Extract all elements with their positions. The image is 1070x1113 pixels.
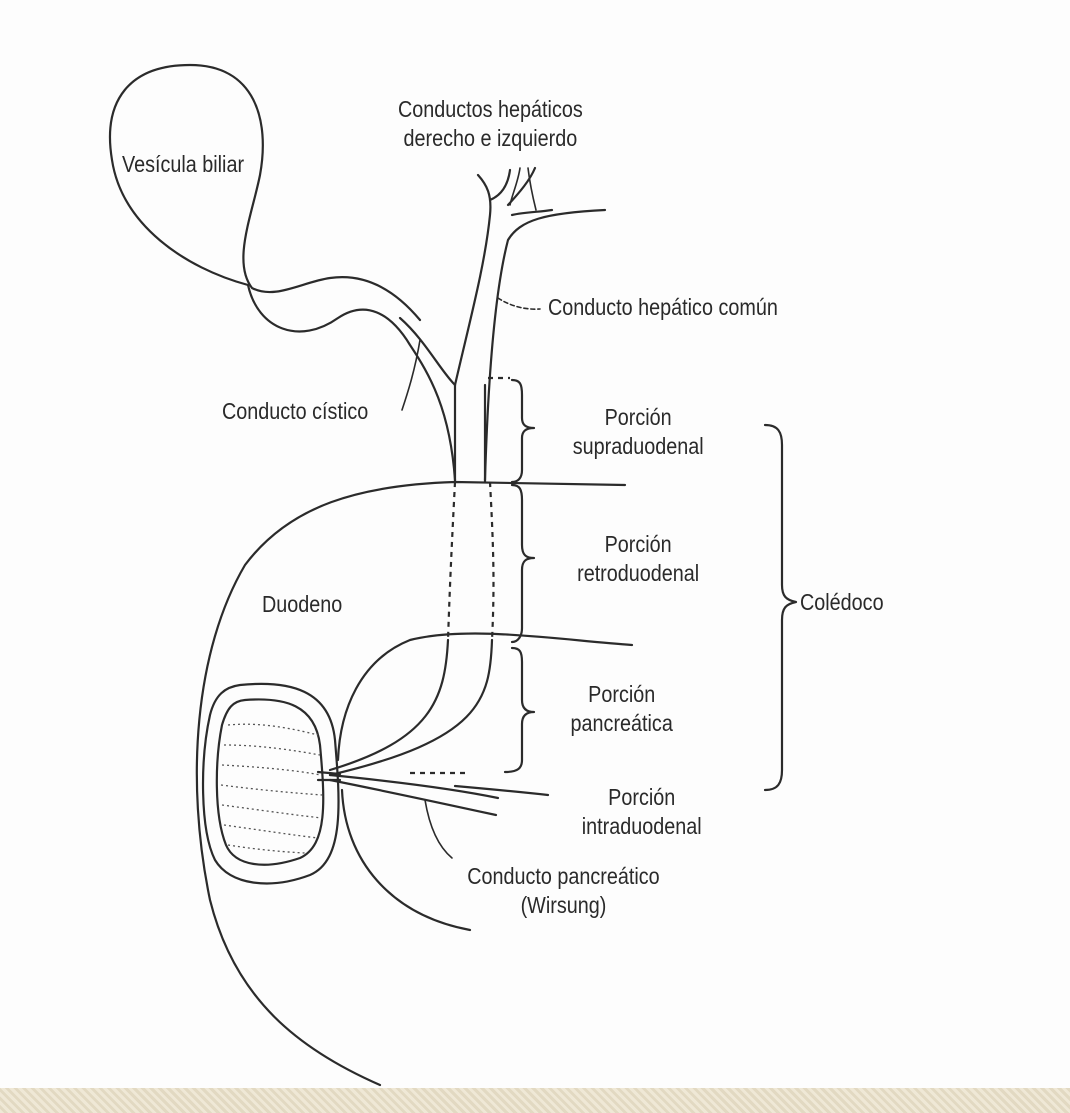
label-hepatic-ducts-line2: derecho e izquierdo — [403, 125, 578, 151]
label-supraduodenal-line1: Porción — [604, 404, 672, 430]
brace-pancreatic — [503, 646, 536, 774]
bottom-texture-strip — [0, 1088, 1070, 1113]
pancreatic-duct-upper — [328, 773, 500, 800]
label-pancreatic-duct-line2: (Wirsung) — [520, 892, 607, 918]
cystic-duct-upper — [398, 316, 457, 387]
label-retroduodenal-line2: retroduodenal — [577, 560, 700, 586]
cbd-pancreatic-left — [328, 638, 450, 772]
label-pancreatic-portion-line1: Porción — [588, 681, 656, 707]
label-hepatic-ducts-line1: Conductos hepáticos — [398, 96, 583, 122]
label-pancreatic-portion: Porción pancreática — [540, 680, 703, 738]
wirsung-pointer — [424, 799, 453, 859]
pancreatic-duct-lower — [328, 778, 498, 817]
cbd-pancreatic-right — [328, 638, 494, 777]
common-hepatic-duct-left — [453, 173, 492, 387]
common-hepatic-duct-right — [483, 208, 607, 482]
papilla-lines — [316, 770, 342, 782]
hepatic-ducts-pointer — [509, 167, 537, 211]
label-hepatic-ducts: Conductos hepáticos derecho e izquierdo — [398, 95, 583, 153]
ampulla-mucosal-folds — [220, 723, 323, 854]
label-common-hepatic-duct: Conducto hepático común — [548, 294, 778, 320]
pancreas-head-upper — [336, 632, 634, 762]
label-pancreatic-duct: Conducto pancreático (Wirsung) — [428, 862, 699, 920]
label-supraduodenal-line2: supraduodenal — [572, 433, 704, 459]
gallbladder-neck-lower — [246, 283, 457, 482]
label-coledoco: Colédoco — [800, 589, 884, 615]
brace-supraduodenal — [510, 378, 536, 484]
brace-coledoco — [763, 423, 798, 792]
label-gallbladder: Vesícula biliar — [122, 151, 245, 177]
label-retroduodenal-line1: Porción — [604, 531, 672, 557]
brace-retroduodenal — [510, 483, 536, 644]
ampulla-outer — [201, 682, 340, 885]
ampulla-inner — [215, 698, 325, 866]
label-cystic-duct: Conducto cístico — [222, 398, 369, 424]
cbd-retro-left-dashed — [446, 481, 457, 641]
label-supraduodenal: Porción supraduodenal — [550, 403, 726, 461]
label-pancreatic-duct-line1: Conducto pancreático — [467, 863, 660, 889]
right-left-hepatic-branch — [488, 166, 554, 217]
label-intraduodenal: Porción intraduodenal — [560, 783, 723, 841]
gallbladder-outline — [108, 63, 422, 322]
duodenum-upper-wall — [195, 480, 627, 1087]
label-retroduodenal: Porción retroduodenal — [550, 530, 726, 588]
duct-to-label-line — [453, 784, 550, 797]
pancreas-lower-curve — [340, 788, 472, 932]
label-pancreatic-portion-line2: pancreática — [570, 710, 673, 736]
common-hepatic-pointer — [497, 297, 541, 310]
label-intraduodenal-line1: Porción — [608, 784, 676, 810]
label-duodenum: Duodeno — [262, 591, 343, 617]
cbd-retro-right-dashed — [488, 481, 495, 641]
cystic-pointer — [401, 339, 421, 411]
label-intraduodenal-line2: intraduodenal — [581, 813, 702, 839]
